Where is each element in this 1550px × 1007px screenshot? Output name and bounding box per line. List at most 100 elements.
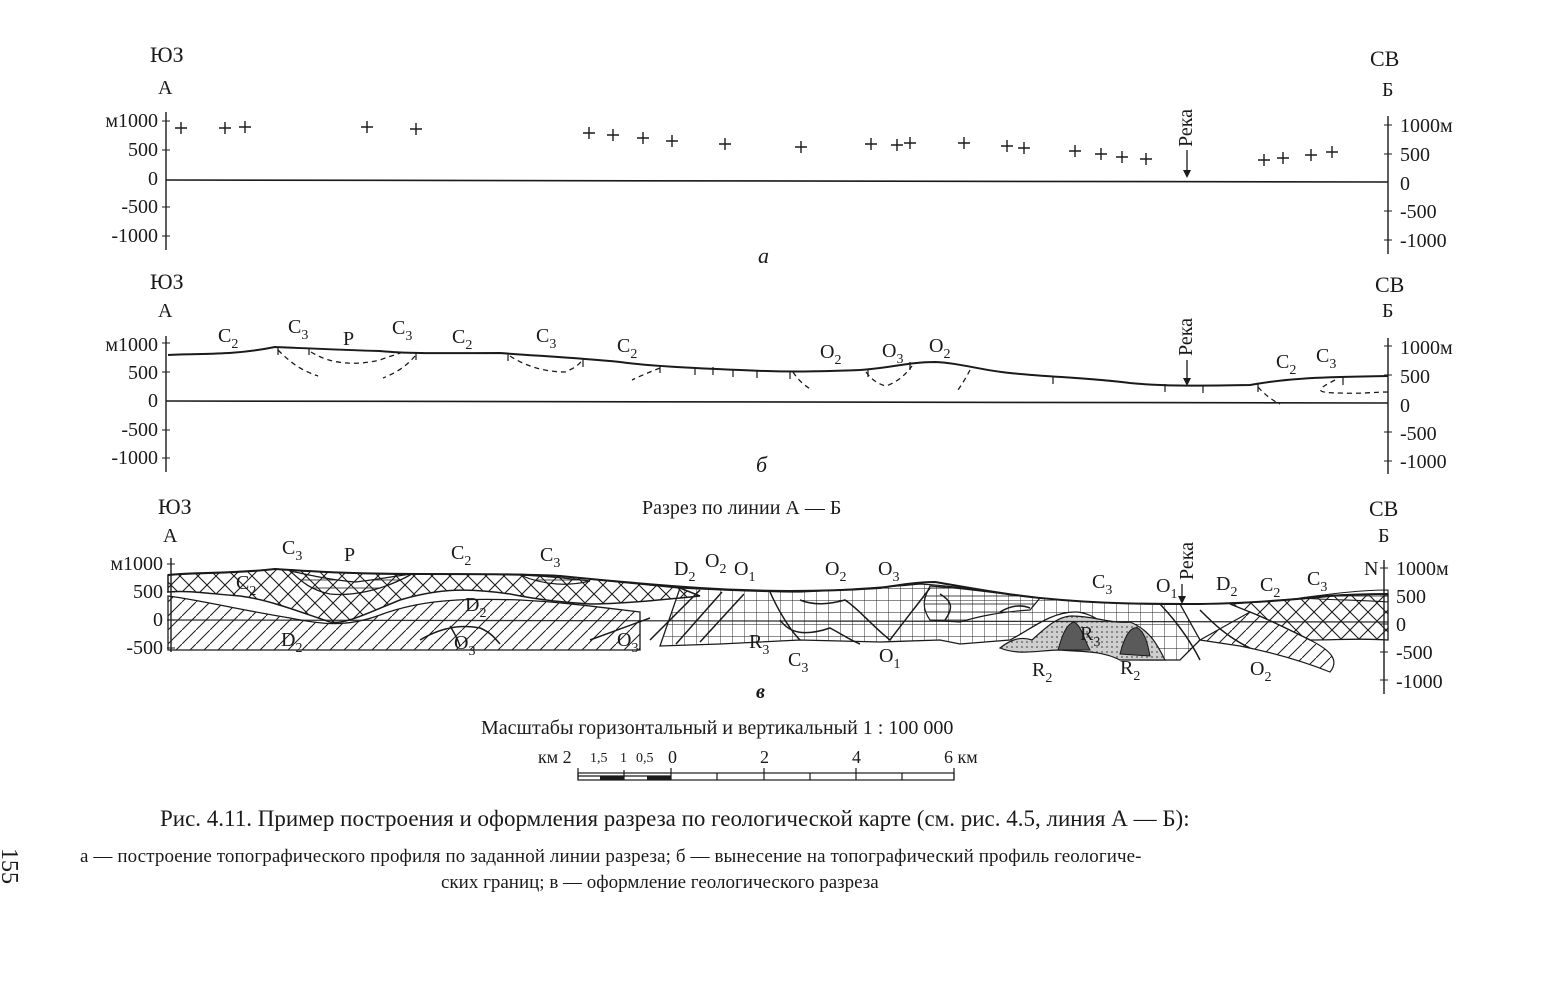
tick-label: 0: [1396, 614, 1406, 636]
tick-label: 500: [128, 139, 158, 161]
zero-line: [165, 400, 1389, 404]
tick-label: -500: [126, 637, 163, 659]
unit-d2-lower: [167, 595, 641, 651]
page-number: 155: [0, 848, 22, 884]
unit-label: O2: [705, 550, 726, 577]
unit-label: N: [1364, 558, 1378, 580]
tick-label: -500: [121, 419, 158, 441]
unit-label: D2: [1216, 573, 1237, 600]
left-direction-label: ЮЗ: [150, 269, 184, 294]
right-direction-label: СВ: [1369, 496, 1398, 521]
tick-label: м1000: [105, 334, 158, 356]
left-axis-ticks: м1000 500 0 -500: [110, 553, 175, 659]
tick-label: 500: [1396, 586, 1426, 608]
panel-letter: а: [758, 243, 769, 268]
tick-label: м1000: [110, 553, 163, 575]
left-point-label: А: [158, 77, 173, 99]
tick-label: 500: [133, 581, 163, 603]
tick-label: 0: [148, 168, 158, 190]
panel-b: ЮЗ А СВ Б м1000 500 0 -500 -1000 1000м 5…: [105, 269, 1453, 477]
topographic-profile: [167, 345, 1389, 387]
tick-label: 0: [1400, 395, 1410, 417]
left-axis-ticks: м1000 500 0 -500 -1000: [105, 334, 170, 469]
geological-contacts: [167, 587, 1389, 661]
unit-label: C3: [536, 325, 556, 352]
scale-tick-label: 0,5: [636, 751, 654, 766]
tick-label: -500: [1400, 423, 1437, 445]
scale-tick-label: 4: [852, 747, 861, 767]
scale-bar: Масштабы горизонтальный и вертикальный 1…: [481, 717, 978, 781]
panel-letter: б: [756, 452, 768, 477]
unit-label: C3: [540, 544, 560, 571]
unit-label: O3: [882, 340, 903, 367]
tick-label: 0: [153, 609, 163, 631]
unit-label: R2: [1032, 659, 1052, 686]
scale-tick-label: км 2: [538, 747, 572, 767]
river-marker: Река: [1175, 318, 1197, 386]
scale-bar-divisions: [577, 768, 955, 780]
tick-label: 500: [128, 362, 158, 384]
scale-tick-label: 6 км: [944, 747, 978, 767]
section-title: Разрез по линии А — Б: [642, 497, 841, 519]
unit-label: O2: [929, 335, 950, 362]
left-point-label: А: [158, 300, 173, 322]
river-marker: Река: [1175, 109, 1197, 178]
unit-label: C2: [1260, 574, 1280, 601]
right-point-label: Б: [1378, 525, 1389, 547]
panel-letter: в: [756, 681, 765, 703]
right-direction-label: СВ: [1370, 46, 1399, 71]
unit-label: O1: [879, 645, 900, 672]
tick-label: 500: [1400, 144, 1430, 166]
left-direction-label: ЮЗ: [158, 494, 192, 519]
tick-label: -1000: [111, 225, 158, 247]
scale-tick-label: 0: [668, 747, 677, 767]
unit-label: C2: [617, 335, 637, 362]
unit-label: C2: [452, 326, 472, 353]
tick-label: 1000м: [1400, 115, 1453, 137]
unit-label: P: [343, 328, 354, 350]
right-point-label: Б: [1382, 300, 1393, 322]
scale-tick-label: 1,5: [590, 751, 608, 766]
tick-label: 0: [1400, 173, 1410, 195]
left-direction-label: ЮЗ: [150, 42, 184, 67]
right-axis-ticks: 1000м 500 0 -500 -1000: [1380, 558, 1449, 693]
panel-c: ЮЗ А СВ Б Разрез по линии А — Б: [110, 494, 1449, 703]
surface-line: [167, 567, 1389, 606]
unit-label: O2: [820, 341, 841, 368]
tick-label: -1000: [1396, 671, 1443, 693]
tick-label: м1000: [105, 110, 158, 132]
river-label: Река: [1176, 542, 1198, 580]
zero-line: [165, 179, 1389, 183]
unit-label: C3: [282, 537, 302, 564]
left-axis-ticks: м1000 500 0 -500 -1000: [105, 110, 170, 247]
tick-label: 500: [1400, 366, 1430, 388]
right-point-label: Б: [1382, 79, 1393, 101]
unit-label: C2: [1276, 351, 1296, 378]
boundary-ticks: [277, 347, 1344, 393]
unit-label: O1: [734, 558, 755, 585]
tick-label: 0: [148, 390, 158, 412]
unit-label: C3: [1092, 571, 1112, 598]
tick-label: -500: [121, 196, 158, 218]
right-axis-ticks: 1000м 500 0 -500 -1000: [1384, 337, 1453, 473]
figure-caption-body: а — построение топографического профиля …: [80, 846, 1142, 867]
unit-label: C3: [788, 649, 808, 676]
tick-label: -500: [1396, 642, 1433, 664]
tick-label: -1000: [1400, 451, 1447, 473]
figure-caption-body: ских границ; в — оформление геологическо…: [441, 872, 879, 893]
unit-d2-right: [1198, 611, 1335, 673]
unit-label: C2: [451, 542, 471, 569]
figure-caption-title: Рис. 4.11. Пример построения и оформлени…: [160, 806, 1190, 831]
river-label: Река: [1175, 318, 1197, 356]
unit-label: O2: [825, 558, 846, 585]
unit-label: R2: [1120, 657, 1140, 684]
scale-title: Масштабы горизонтальный и вертикальный 1…: [481, 717, 953, 739]
scale-tick-label: 2: [760, 747, 769, 767]
elevation-plus-marks: [175, 121, 1338, 166]
right-direction-label: СВ: [1375, 272, 1404, 297]
scale-bar-segment: [600, 776, 624, 780]
right-axis-ticks: 1000м 500 0 -500 -1000: [1384, 115, 1453, 252]
river-marker: Река: [1176, 542, 1198, 604]
